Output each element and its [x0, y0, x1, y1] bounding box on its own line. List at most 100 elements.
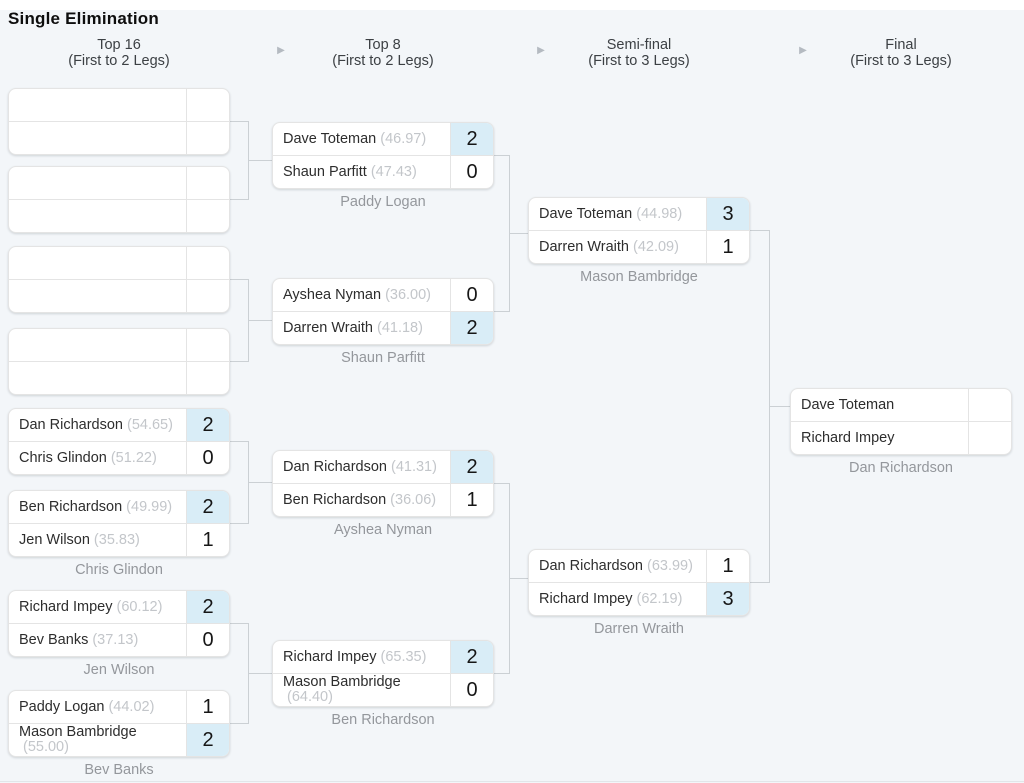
player-score	[186, 167, 229, 199]
match-box: Ayshea Nyman(36.00) 0 Darren Wraith(41.1…	[272, 278, 494, 345]
bracket-connector	[750, 230, 769, 231]
player-row[interactable]: Dan Richardson(41.31) 2	[273, 451, 493, 483]
player-name-cell	[9, 362, 186, 394]
player-average: (35.83)	[93, 531, 140, 548]
player-name: Richard Impey	[801, 429, 895, 446]
bracket-connector	[248, 320, 272, 321]
player-score: 2	[186, 591, 229, 623]
player-average: (46.97)	[380, 130, 427, 147]
player-name: Mason Bambridge	[283, 674, 401, 690]
player-name-cell: Richard Impey(62.19)	[529, 583, 706, 615]
player-name-cell	[9, 247, 186, 279]
player-average: (64.40)	[287, 689, 333, 705]
match-marker-label: Dan Richardson	[849, 460, 953, 476]
player-row[interactable]	[9, 89, 229, 121]
match: Dan Richardson(41.31) 2 Ben Richardson(3…	[272, 450, 494, 538]
player-row[interactable]: Jen Wilson(35.83) 1	[9, 523, 229, 556]
player-row[interactable]	[9, 279, 229, 312]
player-name-cell	[9, 200, 186, 232]
player-name-cell: Dan Richardson(63.99)	[529, 550, 706, 582]
player-average: (47.43)	[370, 163, 417, 180]
player-average: (65.35)	[380, 648, 427, 665]
bracket-connector	[248, 482, 272, 483]
player-row[interactable]: Mason Bambridge(55.00) 2	[9, 723, 229, 756]
player-row[interactable]: Richard Impey(65.35) 2	[273, 641, 493, 673]
player-name: Dan Richardson	[283, 458, 387, 475]
match-marker-label: Mason Bambridge	[580, 269, 698, 285]
player-score	[186, 247, 229, 279]
player-row[interactable]: Dave Toteman(44.98) 3	[529, 198, 749, 230]
bracket-connector	[248, 673, 272, 674]
player-name-cell: Dave Toteman(46.97)	[273, 123, 450, 155]
player-row[interactable]	[9, 121, 229, 154]
player-row[interactable]: Ben Richardson(49.99) 2	[9, 491, 229, 523]
player-average: (36.06)	[390, 491, 437, 508]
player-score: 1	[706, 550, 749, 582]
player-name: Shaun Parfitt	[283, 163, 367, 180]
player-name: Richard Impey	[19, 598, 113, 615]
player-row[interactable]: Ayshea Nyman(36.00) 0	[273, 279, 493, 311]
match-box: Paddy Logan(44.02) 1 Mason Bambridge(55.…	[8, 690, 230, 757]
player-name: Richard Impey	[283, 648, 377, 665]
player-row[interactable]: Richard Impey	[791, 421, 1011, 454]
match-marker-label: Paddy Logan	[340, 194, 426, 210]
player-row[interactable]	[9, 329, 229, 361]
player-row[interactable]	[9, 361, 229, 394]
player-name: Ayshea Nyman	[283, 286, 382, 303]
player-score: 0	[450, 279, 493, 311]
match: Ayshea Nyman(36.00) 0 Darren Wraith(41.1…	[272, 278, 494, 366]
player-score	[186, 329, 229, 361]
player-row[interactable]: Richard Impey(62.19) 3	[529, 582, 749, 615]
player-row[interactable]	[9, 167, 229, 199]
player-score: 2	[186, 491, 229, 523]
player-average: (42.09)	[632, 238, 679, 255]
bracket-connector	[230, 199, 248, 200]
player-name-cell: Ben Richardson(36.06)	[273, 484, 450, 516]
player-name-cell	[9, 89, 186, 121]
player-name-cell: Dan Richardson(41.31)	[273, 451, 450, 483]
player-row[interactable]: Darren Wraith(42.09) 1	[529, 230, 749, 263]
player-name: Chris Glindon	[19, 449, 107, 466]
player-name: Dan Richardson	[19, 416, 123, 433]
player-average: (63.99)	[646, 557, 693, 574]
player-name-cell: Mason Bambridge(55.00)	[9, 724, 186, 756]
match-box: Dan Richardson(54.65) 2 Chris Glindon(51…	[8, 408, 230, 475]
player-score: 2	[186, 409, 229, 441]
player-name: Dave Toteman	[283, 130, 377, 147]
bracket-connector	[494, 483, 509, 484]
player-row[interactable]: Paddy Logan(44.02) 1	[9, 691, 229, 723]
player-name-cell: Mason Bambridge(64.40)	[273, 674, 450, 706]
bracket-connector	[230, 361, 248, 362]
match-marker-label: Darren Wraith	[594, 621, 684, 637]
player-score	[186, 122, 229, 154]
player-name-cell: Dave Toteman(44.98)	[529, 198, 706, 230]
match-box: Dan Richardson(41.31) 2 Ben Richardson(3…	[272, 450, 494, 517]
match: Dave Toteman(46.97) 2 Shaun Parfitt(47.4…	[272, 122, 494, 210]
player-row[interactable]	[9, 247, 229, 279]
player-score: 1	[706, 231, 749, 263]
match: Paddy Logan(44.02) 1 Mason Bambridge(55.…	[8, 690, 230, 778]
player-row[interactable]: Shaun Parfitt(47.43) 0	[273, 155, 493, 188]
player-row[interactable]: Mason Bambridge(64.40) 0	[273, 673, 493, 706]
player-score: 2	[186, 724, 229, 756]
player-name-cell	[9, 122, 186, 154]
player-row[interactable]	[9, 199, 229, 232]
player-score: 2	[450, 123, 493, 155]
player-name-cell: Ayshea Nyman(36.00)	[273, 279, 450, 311]
player-row[interactable]: Dan Richardson(54.65) 2	[9, 409, 229, 441]
player-row[interactable]: Dave Toteman	[791, 389, 1011, 421]
player-name-cell: Richard Impey(60.12)	[9, 591, 186, 623]
match-box: Ben Richardson(49.99) 2 Jen Wilson(35.83…	[8, 490, 230, 557]
player-row[interactable]: Dave Toteman(46.97) 2	[273, 123, 493, 155]
round-header-top16: Top 16 (First to 2 Legs)	[8, 37, 230, 69]
player-row[interactable]: Bev Banks(37.13) 0	[9, 623, 229, 656]
player-row[interactable]: Dan Richardson(63.99) 1	[529, 550, 749, 582]
player-row[interactable]: Darren Wraith(41.18) 2	[273, 311, 493, 344]
player-row[interactable]: Ben Richardson(36.06) 1	[273, 483, 493, 516]
player-row[interactable]: Chris Glindon(51.22) 0	[9, 441, 229, 474]
player-average: (60.12)	[116, 598, 163, 615]
player-row[interactable]: Richard Impey(60.12) 2	[9, 591, 229, 623]
match: Dan Richardson(54.65) 2 Chris Glindon(51…	[8, 408, 230, 480]
player-name-cell: Chris Glindon(51.22)	[9, 442, 186, 474]
match: Dave Toteman Richard Impey Dan Richardso…	[790, 388, 1012, 476]
